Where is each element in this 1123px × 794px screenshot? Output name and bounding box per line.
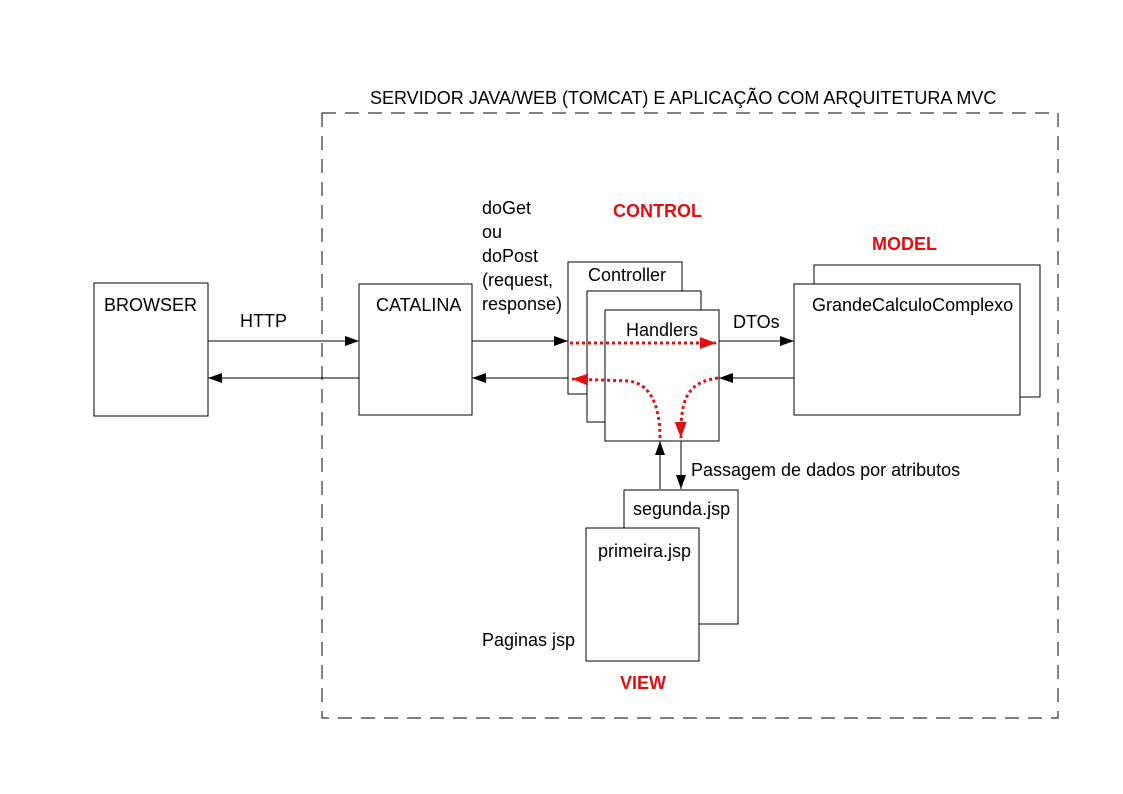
catalina-label: CATALINA <box>376 295 461 315</box>
doget-line: ou <box>482 222 502 242</box>
dtos-label: DTOs <box>733 312 780 332</box>
passagem-label: Passagem de dados por atributos <box>691 460 960 480</box>
primeira-jsp-label: primeira.jsp <box>598 541 691 561</box>
browser-box <box>93 282 209 417</box>
view-stack: segunda.jsp primeira.jsp <box>585 489 739 662</box>
doget-line: response) <box>482 294 562 314</box>
catalina-node: CATALINA <box>358 283 473 416</box>
http-label: HTTP <box>240 311 287 331</box>
grande-calculo-label: GrandeCalculoComplexo <box>812 295 1013 315</box>
model-stack: GrandeCalculoComplexo <box>793 264 1041 416</box>
diagram-title: SERVIDOR JAVA/WEB (TOMCAT) E APLICAÇÃO C… <box>370 87 996 108</box>
browser-node: BROWSER <box>93 282 209 417</box>
controller-stack: Controller Handlers <box>567 261 720 442</box>
doget-line: (request, <box>482 270 553 290</box>
doget-line: doGet <box>482 198 531 218</box>
controller-label: Controller <box>588 265 666 285</box>
doget-dopost-label: doGet ou doPost (request, response) <box>482 198 562 314</box>
paginas-jsp-label: Paginas jsp <box>482 630 575 650</box>
control-section-label: CONTROL <box>613 201 702 221</box>
red-flow-view-to-catalina <box>571 373 662 439</box>
browser-label: BROWSER <box>104 295 197 315</box>
grande-calculo-box <box>793 283 1021 416</box>
doget-line: doPost <box>482 246 538 266</box>
catalina-box <box>358 283 473 416</box>
handlers-label: Handlers <box>626 320 698 340</box>
red-flow-model-to-view <box>674 376 719 439</box>
segunda-jsp-label: segunda.jsp <box>633 499 730 519</box>
model-section-label: MODEL <box>872 234 937 254</box>
handlers-box <box>604 309 720 442</box>
view-section-label: VIEW <box>620 673 666 693</box>
server-boundary <box>321 112 1059 719</box>
primeira-jsp-box <box>585 527 700 662</box>
